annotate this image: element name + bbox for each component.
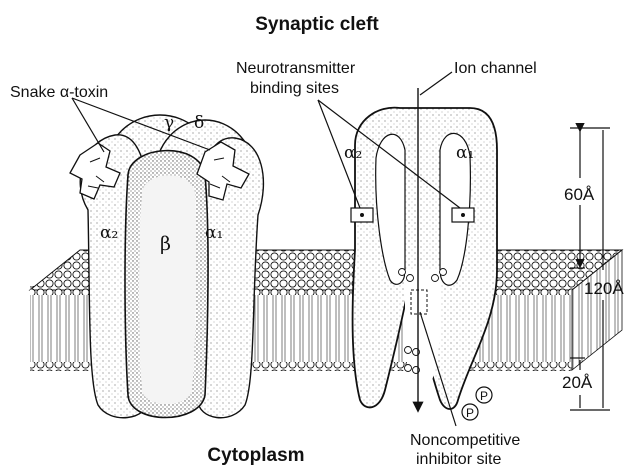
cytoplasm-label: Cytoplasm [207, 445, 304, 466]
nt-binding-label-2: binding sites [250, 80, 339, 97]
subunit-alpha2-label: α₂ [100, 223, 118, 243]
cross-alpha1-label: α₁ [456, 143, 474, 163]
subunit-gamma-label: γ [164, 113, 174, 133]
subunit-beta-label: β [160, 233, 171, 255]
dimension-60-label: 60Å [564, 185, 595, 204]
subunit-alpha1-label: α₁ [205, 223, 223, 243]
noncompetitive-label-1: Noncompetitive [410, 432, 520, 449]
snake-toxin-label: Snake α-toxin [10, 84, 108, 101]
noncompetitive-label-2: inhibitor site [416, 451, 501, 468]
subunit-delta-label: δ [194, 113, 204, 133]
ion-channel-label: Ion channel [454, 60, 537, 77]
phosphate-label-1: P [480, 389, 488, 403]
nt-binding-label-1: Neurotransmitter [236, 60, 356, 77]
receptor-3d [70, 115, 263, 418]
phosphate-label-2: P [466, 406, 474, 420]
dimension-20-label: 20Å [562, 373, 593, 392]
dimension-120-label: 120Å [584, 279, 624, 298]
receptor-cross-section [351, 108, 497, 420]
synaptic-cleft-label: Synaptic cleft [255, 14, 379, 35]
cross-alpha2-label: α₂ [344, 143, 362, 163]
